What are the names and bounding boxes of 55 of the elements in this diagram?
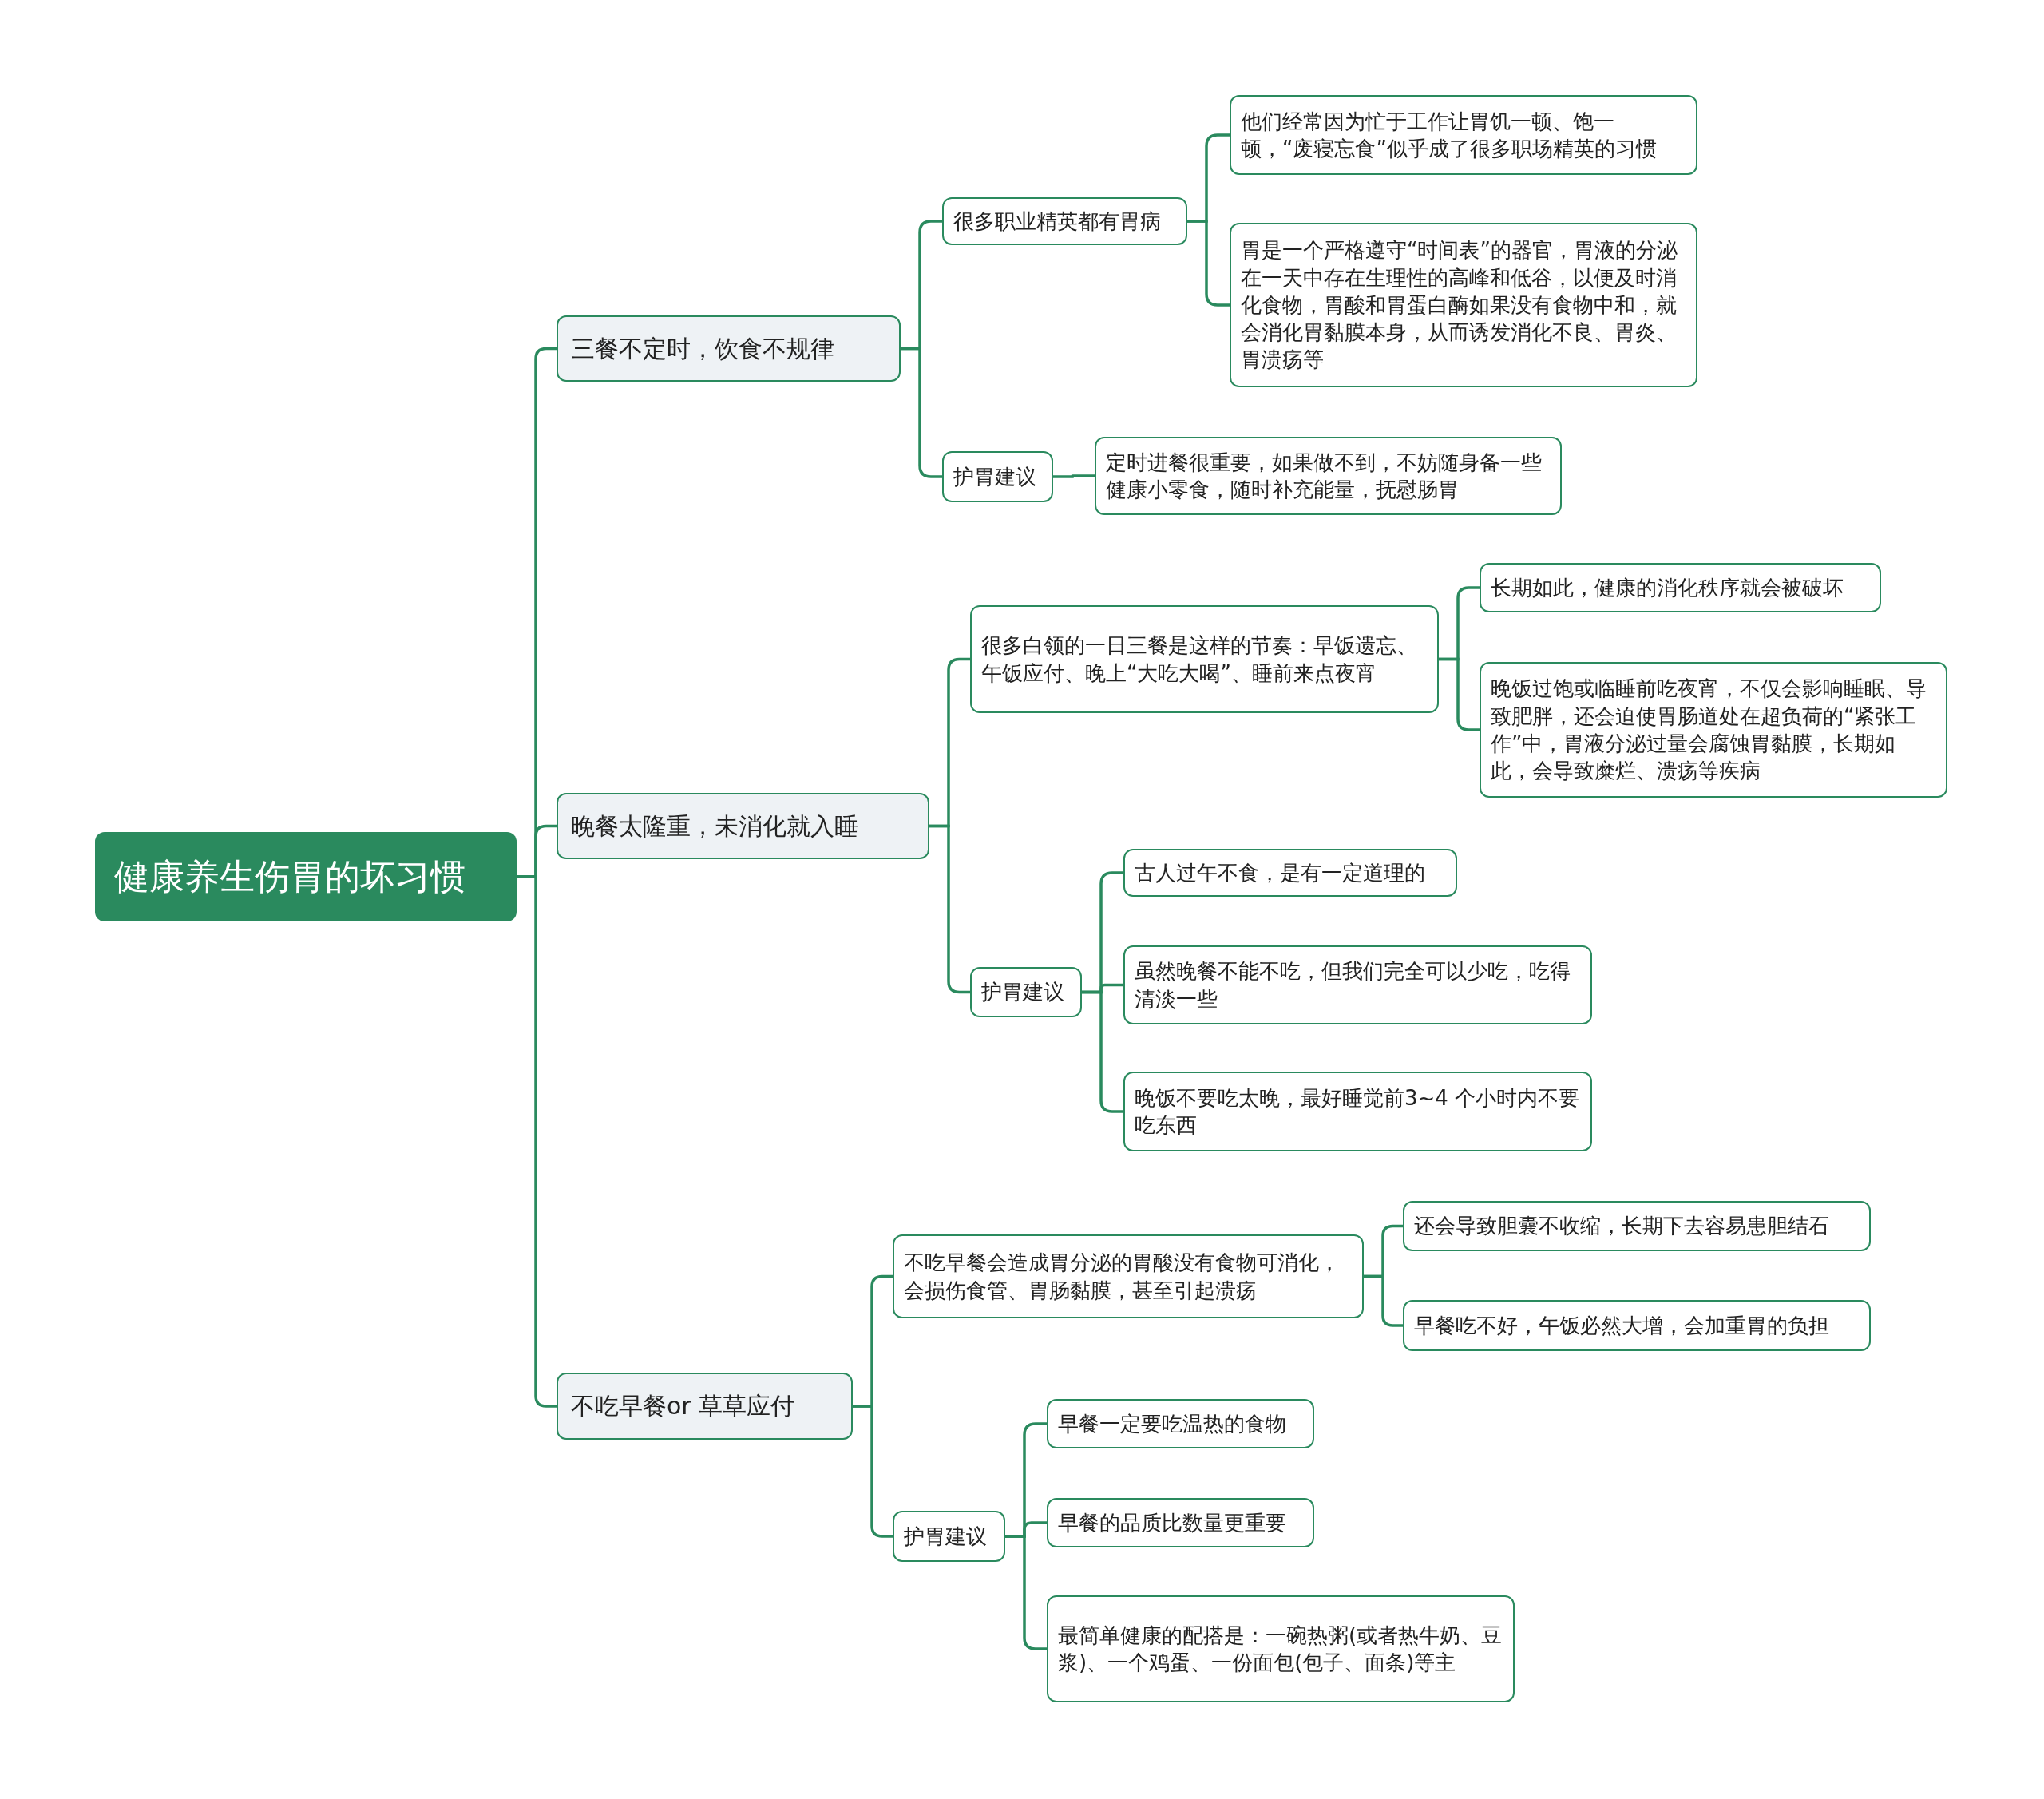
- subtopic-box: [942, 451, 1053, 502]
- branch-connector: [853, 1405, 893, 1538]
- topic-text: 健康养生伤胃的坏习惯: [114, 855, 466, 898]
- subtopic-box: [1480, 563, 1881, 612]
- subtopic-box: [1123, 945, 1592, 1024]
- branch-connector: [1082, 990, 1123, 1113]
- branch-connector: [929, 824, 970, 994]
- subtopic-box: [970, 605, 1439, 713]
- branch-connector: [517, 875, 557, 1408]
- branch-connector: [1439, 657, 1480, 731]
- topic-text: 还会导致胆囊不收缩，长期下去容易患胆结石: [1414, 1213, 1830, 1240]
- topic-text: 不吃早餐or 草草应付: [571, 1392, 796, 1421]
- topic-text: 晚饭不要吃太晚，最好睡觉前3~4 个小时内不要吃东西: [1135, 1084, 1581, 1139]
- topic-text: 晚饭过饱或临睡前吃夜宵，不仅会影响睡眠、导致肥胖，还会迫使胃肠道处在超负荷的“紧张工作”中，胃液分泌过量会腐蚀胃黏膜，长期如此，会导致糜烂、溃疡等疾病: [1491, 676, 1927, 785]
- branch-connector: [1053, 474, 1095, 478]
- main-topic: [557, 315, 901, 382]
- subtopic-box: [1047, 1498, 1314, 1547]
- subtopic-box: [1480, 662, 1947, 798]
- subtopic-box: [1403, 1201, 1871, 1251]
- branch-connector: [1005, 1535, 1047, 1650]
- topic-text: 定时进餐很重要，如果做不到，不妨随身备一些健康小零食，随时补充能量，抚慰肠胃: [1106, 449, 1543, 503]
- topic-text: 护胃建议: [953, 463, 1037, 490]
- topic-text: 晚餐太隆重，未消化就入睡: [571, 811, 859, 841]
- subtopic-box: [1095, 437, 1562, 515]
- subtopic-box: [1123, 1072, 1592, 1151]
- subtopic-box: [1230, 95, 1697, 175]
- subtopic-box: [1123, 849, 1457, 897]
- topic-text: 古人过午不食，是有一定道理的: [1135, 859, 1426, 886]
- topic-text: 长期如此，健康的消化秩序就会被破坏: [1491, 574, 1844, 601]
- topic-text: 护胃建议: [981, 979, 1065, 1006]
- subtopic-box: [893, 1234, 1364, 1318]
- topic-text: 护胃建议: [904, 1523, 988, 1550]
- topic-text: 早餐一定要吃温热的食物: [1058, 1410, 1287, 1437]
- topic-text: 早餐的品质比数量更重要: [1058, 1509, 1287, 1536]
- branch-connector: [1364, 1274, 1403, 1327]
- subtopic-box: [893, 1511, 1005, 1562]
- subtopic-box: [942, 197, 1187, 245]
- subtopic-box: [1403, 1300, 1871, 1351]
- topic-text: 早餐吃不好，午饭必然大增，会加重胃的负担: [1414, 1312, 1830, 1339]
- topic-text: 很多职业精英都有胃病: [953, 208, 1162, 235]
- topic-text: 最简单健康的配搭是：一碗热粥(或者热牛奶、豆浆)、一个鸡蛋、一份面包(包子、面条)等主: [1058, 1622, 1503, 1676]
- main-topic: [557, 1373, 853, 1440]
- topic-text: 三餐不定时，饮食不规律: [571, 334, 835, 363]
- subtopic-box: [970, 967, 1082, 1017]
- root-topic: [95, 832, 517, 921]
- topic-text: 他们经常因为忙于工作让胃饥一顿、饱一顿，“废寝忘食”似乎成了很多职场精英的习惯: [1241, 108, 1658, 162]
- topic-text: 虽然晚餐不能不吃，但我们完全可以少吃，吃得清淡一些: [1135, 958, 1571, 1012]
- topic-text: 很多白领的一日三餐是这样的节奏：早饭遗忘、午饭应付、晚上“大吃大喝”、睡前来点夜宵: [981, 632, 1418, 687]
- subtopic-box: [1230, 223, 1697, 387]
- topic-text: 不吃早餐会造成胃分泌的胃酸没有食物可消化，会损伤食管、胃肠黏膜，甚至引起溃疡: [904, 1250, 1341, 1304]
- topic-text: 胃是一个严格遵守“时间表”的器官，胃液的分泌在一天中存在生理性的高峰和低谷，以便及时消化食物，胃酸和胃蛋白酶如果没有食物中和，就会消化胃黏膜本身，从而诱发消化不良、胃炎、胃溃疡等: [1241, 237, 1678, 374]
- subtopic-box: [1047, 1595, 1515, 1702]
- subtopic-box: [1047, 1399, 1314, 1448]
- main-topic: [557, 793, 929, 859]
- branch-connector: [901, 347, 942, 478]
